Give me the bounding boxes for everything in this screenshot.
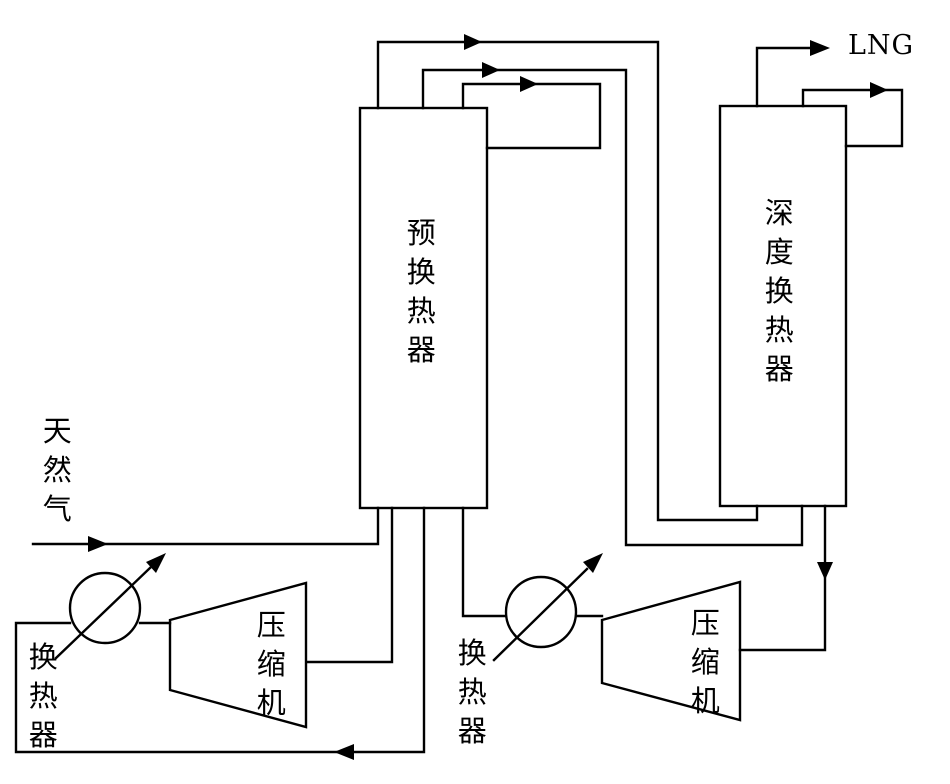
pre-exchanger-block [358, 106, 489, 510]
inner-loop-arrow [520, 76, 538, 92]
compressor-2-label: 压缩机 [690, 606, 720, 718]
deep-outlet-arrow [817, 562, 833, 580]
heat-exchanger-2-diagonal [492, 567, 589, 662]
heat-exchanger-1-arrowhead [146, 553, 166, 573]
middle-loop-arrow [482, 62, 500, 78]
heat-exchanger-1-diagonal [54, 566, 152, 660]
heat-exchanger-2-arrowhead [583, 553, 603, 573]
deep-to-compressor2-line [738, 504, 827, 652]
left-return-arrow [334, 744, 354, 760]
deep-exchanger-label: 深度换热器 [764, 196, 794, 386]
middle-loop-line [421, 68, 804, 547]
natural-gas-arrow [88, 536, 108, 552]
compressor-1-shape [168, 581, 308, 729]
deep-loop-arrow [870, 82, 888, 98]
outer-loop-arrow [464, 34, 482, 50]
deep-exchanger-block [718, 104, 848, 508]
pre-exchanger-label: 预换热器 [406, 216, 436, 367]
pre-to-exchanger2-line [461, 506, 510, 618]
heat-exchanger-2-label: 换热器 [457, 636, 487, 748]
heat-exchanger-1-symbol [68, 571, 142, 645]
outer-loop-line [376, 40, 759, 522]
deep-loop-line [801, 88, 904, 148]
heat-exchanger-1-label: 换热器 [28, 640, 58, 752]
lng-outlet-line [755, 46, 812, 108]
inner-loop-line [461, 82, 602, 150]
lng-label: LNG [848, 30, 915, 61]
natural-gas-label: 天然气 [42, 414, 72, 526]
compressor-1-label: 压缩机 [256, 608, 286, 720]
natural-gas-line [31, 506, 380, 546]
lng-arrow [810, 40, 830, 56]
compressor-2-shape [600, 580, 742, 722]
left-return-line [14, 506, 426, 754]
compressor1-discharge-line [304, 506, 394, 664]
